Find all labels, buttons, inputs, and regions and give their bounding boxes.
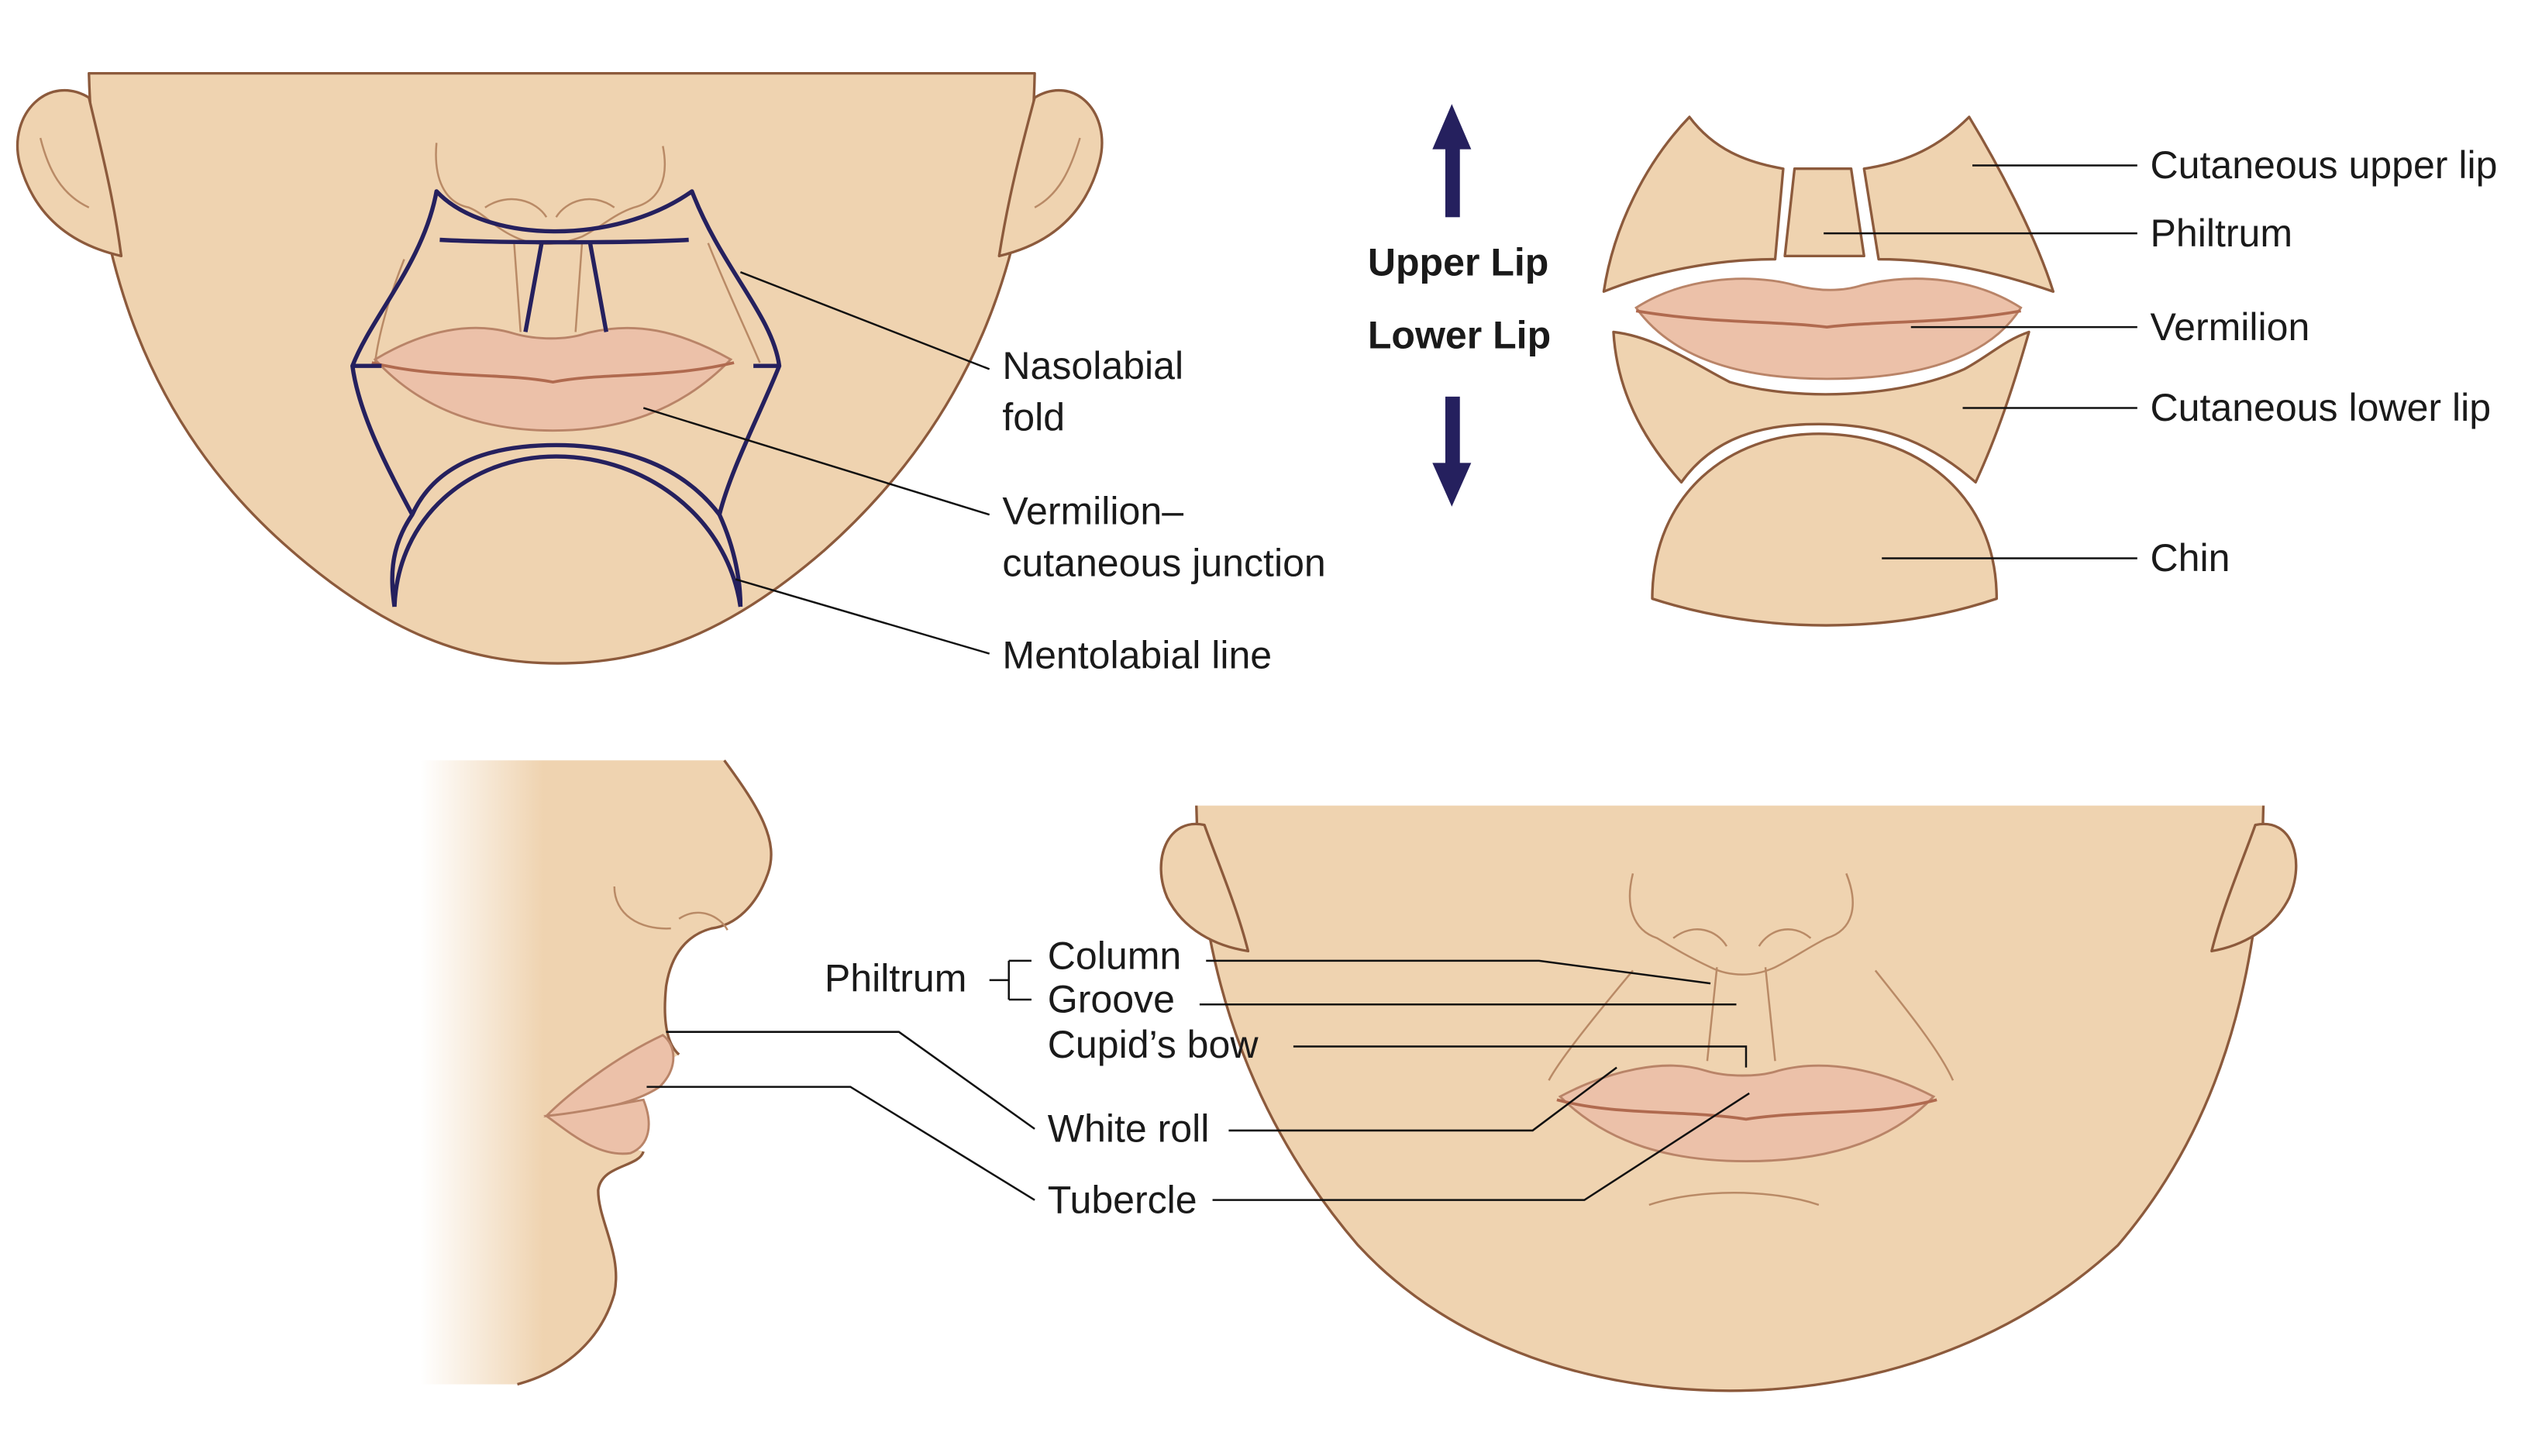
upper-lip-zone (350, 189, 782, 517)
zone-outlines (350, 189, 782, 608)
chin-subunit (1651, 432, 1998, 627)
profile-lower-lip (543, 1098, 650, 1155)
vermilion-subunit (1634, 277, 2023, 380)
profile-panel: Philtrum (420, 759, 1035, 1386)
philtral-column (1706, 967, 1776, 1062)
vermilion-cutaneous-junction-label: Vermilion– cutaneous junction (1002, 490, 1325, 585)
cutaneous-lower-lip-label: Cutaneous lower lip (2151, 386, 2492, 429)
philtrum-zone (523, 243, 608, 332)
lower-lip-arrow (1432, 396, 1472, 507)
vermilion-label: Vermilion (2151, 305, 2310, 349)
philtrum-bracket (989, 959, 1032, 1001)
subunits-panel: Upper Lip Lower Lip Cutaneous upper lip … (1368, 104, 2498, 627)
cutaneous-upper-lip-left-subunit (1602, 115, 1785, 293)
philtrum-label: Philtrum (2151, 212, 2293, 255)
tubercle-label: Tubercle (1048, 1178, 1197, 1221)
upper-lip-arrow (1432, 104, 1472, 218)
white-roll-label: White roll (1048, 1107, 1210, 1151)
nasolabial-fold-label: Nasolabial fold (1002, 344, 1194, 439)
cupids-bow-label: Cupid’s bow (1048, 1023, 1259, 1066)
lower-lip-direction-label: Lower Lip (1368, 313, 1551, 356)
chin-label: Chin (2151, 536, 2230, 580)
column-label: Column (1048, 934, 1181, 977)
frontal-zones-panel: Nasolabial fold Vermilion– cutaneous jun… (15, 71, 1326, 676)
cutaneous-upper-lip-right-subunit (1862, 115, 2055, 293)
mentolabial-line-label: Mentolabial line (1002, 633, 1272, 676)
cutaneous-lower-lip-subunit (1612, 330, 2030, 484)
landmarks-panel: Column Groove Cupid’s bow White roll Tub… (1048, 805, 2298, 1392)
face-illustration (15, 71, 1104, 665)
chin-zone (390, 454, 743, 608)
philtrum-subunit (1783, 167, 1865, 258)
groove-label: Groove (1048, 978, 1175, 1021)
frontal-lips (1558, 1064, 1936, 1163)
profile-face (420, 760, 772, 1385)
cutaneous-upper-lip-label: Cutaneous upper lip (2151, 143, 2498, 187)
profile-philtrum-label: Philtrum (825, 957, 967, 1000)
upper-lip-direction-label: Upper Lip (1368, 240, 1549, 284)
